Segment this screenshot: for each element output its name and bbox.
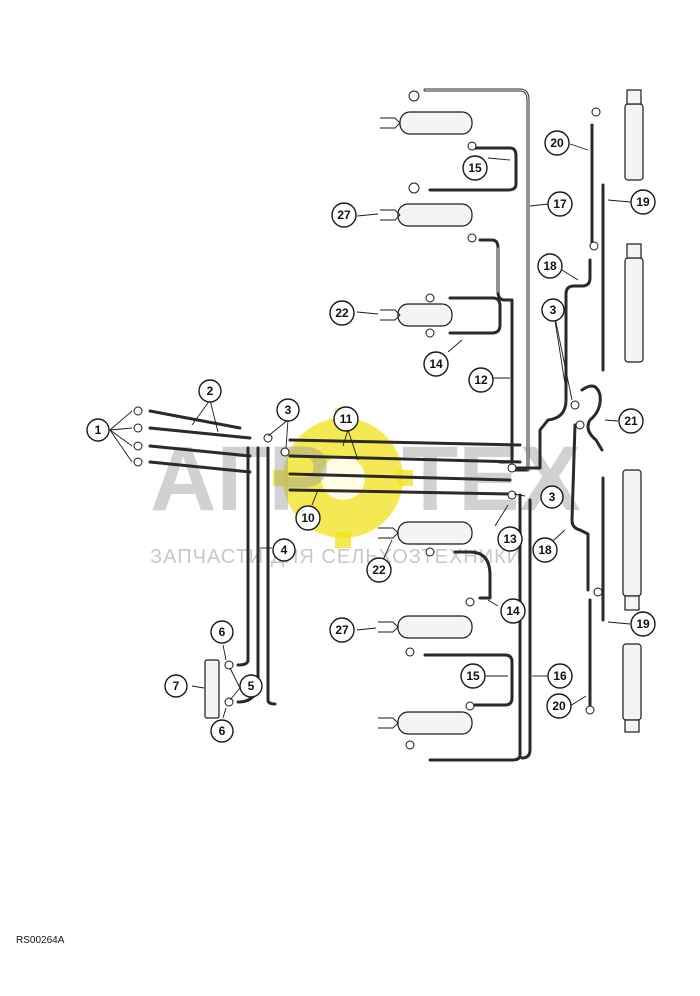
svg-text:18: 18 (543, 259, 557, 273)
svg-text:6: 6 (219, 724, 226, 738)
callout-20a: 20 (544, 130, 570, 156)
svg-text:3: 3 (285, 403, 292, 417)
fittings (133, 90, 603, 750)
callout-6a: 6 (210, 620, 234, 644)
callout-19b: 19 (630, 611, 656, 637)
cylinder-27-bottom (397, 615, 473, 639)
svg-text:20: 20 (552, 699, 566, 713)
cylinder-vertical-3 (622, 469, 642, 597)
cylinder-vertical-1-cap (626, 89, 642, 105)
watermark-subtitle: ЗАПЧАСТИ ДЛЯ СЕЛЬХОЗТЕХНИКИ (150, 546, 522, 568)
callout-11: 11 (333, 406, 359, 432)
svg-text:22: 22 (372, 563, 386, 577)
cylinders (204, 89, 644, 735)
cylinder-vertical-4-cap (624, 719, 640, 733)
svg-text:12: 12 (474, 373, 488, 387)
svg-text:21: 21 (624, 414, 638, 428)
callout-7: 7 (164, 674, 188, 698)
cylinder-vertical-4 (622, 643, 642, 721)
svg-text:27: 27 (335, 623, 349, 637)
callout-6b: 6 (210, 719, 234, 743)
svg-text:18: 18 (538, 543, 552, 557)
svg-text:10: 10 (301, 511, 315, 525)
callout-16: 16 (547, 663, 573, 689)
callout-18b: 18 (532, 537, 558, 563)
callout-21: 21 (618, 408, 644, 434)
callout-1: 1 (86, 418, 110, 442)
callout-27b: 27 (329, 617, 355, 643)
svg-text:3: 3 (549, 490, 556, 504)
callout-10: 10 (295, 505, 321, 531)
svg-text:16: 16 (553, 669, 567, 683)
valve-block-7 (204, 659, 220, 719)
callout-3a: 3 (276, 398, 300, 422)
hose-lines (148, 88, 605, 762)
callout-4: 4 (272, 538, 296, 562)
figure-code: RS00264A (16, 935, 65, 946)
svg-text:15: 15 (468, 161, 482, 175)
callout-3b: 3 (541, 298, 565, 322)
callouts: 1 2 3 11 10 4 6 7 5 6 15 27 17 22 14 12 … (86, 130, 656, 743)
callout-22a: 22 (329, 300, 355, 326)
svg-text:5: 5 (248, 679, 255, 693)
cylinder-vertical-2-cap (626, 243, 642, 259)
callout-27a: 27 (331, 202, 357, 228)
cylinder-vertical-2 (624, 257, 644, 363)
svg-text:22: 22 (335, 306, 349, 320)
svg-text:2: 2 (207, 384, 214, 398)
callout-2: 2 (198, 379, 222, 403)
svg-text:14: 14 (506, 604, 520, 618)
callout-15b: 15 (460, 663, 486, 689)
callout-5: 5 (239, 674, 263, 698)
cylinder-vertical-3-cap (624, 595, 640, 611)
callout-14a: 14 (423, 351, 449, 377)
svg-text:3: 3 (550, 303, 557, 317)
callout-17: 17 (547, 191, 573, 217)
cylinder-vertical-1 (624, 103, 644, 181)
callout-13: 13 (497, 526, 523, 552)
svg-text:4: 4 (281, 543, 288, 557)
svg-text:27: 27 (337, 208, 351, 222)
cylinder-22-top (397, 303, 453, 327)
cylinder-bottom (397, 711, 473, 735)
cylinder-27-top (397, 203, 473, 227)
svg-text:17: 17 (553, 197, 567, 211)
callout-12: 12 (468, 367, 494, 393)
svg-text:7: 7 (173, 679, 180, 693)
svg-text:11: 11 (340, 412, 353, 426)
svg-text:14: 14 (429, 357, 443, 371)
clevises (378, 117, 401, 729)
cylinder-top (399, 111, 473, 135)
svg-text:6: 6 (219, 625, 226, 639)
callout-22b: 22 (366, 557, 392, 583)
callout-14b: 14 (500, 598, 526, 624)
svg-text:19: 19 (636, 617, 650, 631)
svg-text:19: 19 (636, 195, 650, 209)
leader-lines (109, 143, 631, 719)
callout-15a: 15 (462, 155, 488, 181)
svg-text:1: 1 (95, 423, 102, 437)
svg-text:13: 13 (503, 532, 517, 546)
cylinder-22-bottom (397, 521, 473, 545)
callout-19a: 19 (630, 189, 656, 215)
callout-20b: 20 (546, 693, 572, 719)
svg-text:15: 15 (466, 669, 480, 683)
svg-text:20: 20 (550, 136, 564, 150)
callout-3c: 3 (540, 485, 564, 509)
callout-18a: 18 (537, 253, 563, 279)
